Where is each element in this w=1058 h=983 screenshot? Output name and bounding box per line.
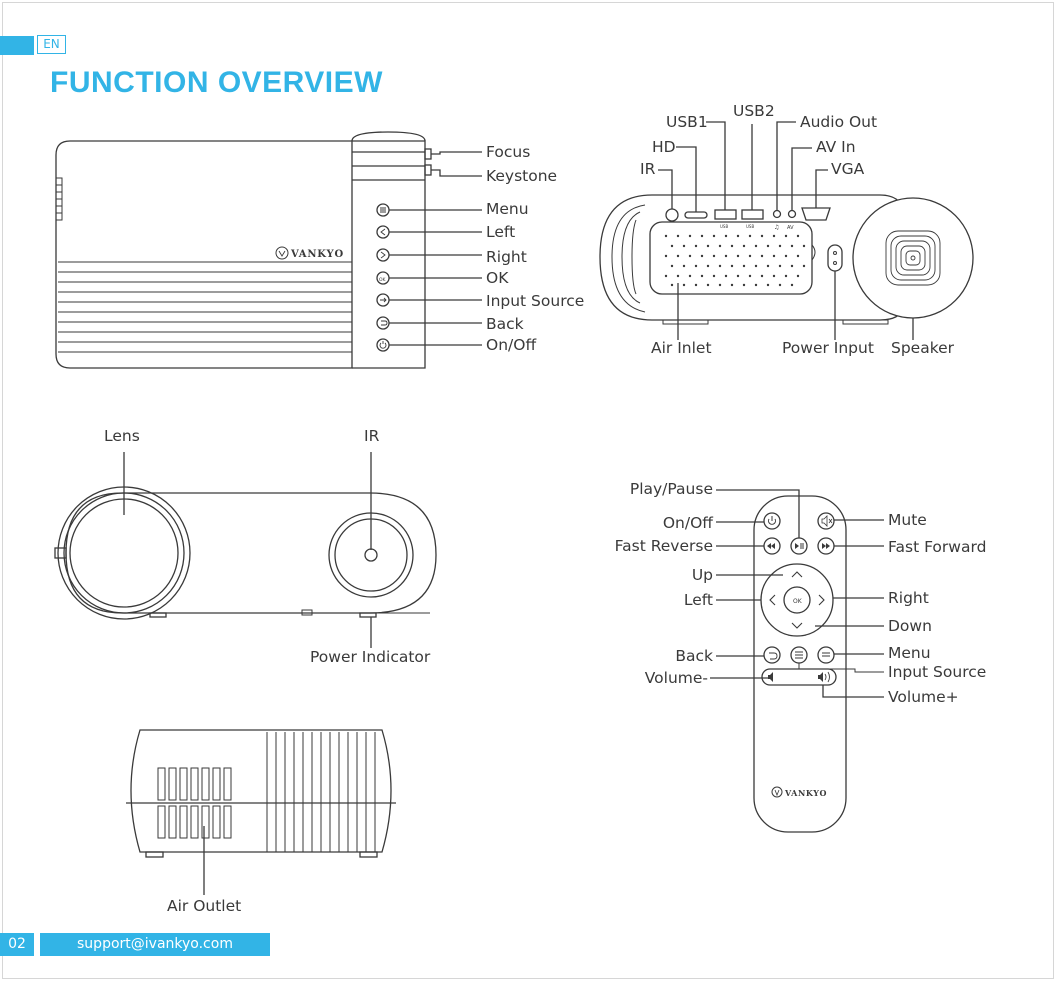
side-ribs xyxy=(266,732,376,852)
usb2-port xyxy=(741,209,764,220)
label-down: Down xyxy=(888,617,932,635)
page-title: FUNCTION OVERVIEW xyxy=(50,66,383,99)
ir-receiver-rear xyxy=(665,208,679,222)
label-audio-out: Audio Out xyxy=(800,113,878,131)
usb2-port-label: USB xyxy=(746,224,754,229)
label-on-off: On/Off xyxy=(486,336,537,354)
remote-power-button xyxy=(763,512,781,530)
vga-port xyxy=(801,207,831,221)
label-lens: Lens xyxy=(104,427,140,445)
label-usb1: USB1 xyxy=(666,113,708,131)
speaker-housing xyxy=(852,197,974,319)
projector-top-view xyxy=(55,131,482,369)
remote-back-button xyxy=(763,646,781,664)
label-speaker: Speaker xyxy=(891,339,955,357)
label-up: Up xyxy=(691,566,713,584)
vankyo-logo-top xyxy=(275,246,289,260)
label-ok: OK xyxy=(486,269,509,287)
language-bar xyxy=(0,36,34,55)
label-back: Back xyxy=(486,315,524,333)
label-volume-minus: Volume- xyxy=(644,669,708,687)
label-input-source: Input Source xyxy=(486,292,585,310)
left-button-icon xyxy=(376,225,390,239)
remote-menu-button xyxy=(817,646,835,664)
support-email-link[interactable]: support@ivankyo.com xyxy=(40,933,270,956)
label-remote-on-off: On/Off xyxy=(662,514,713,532)
vankyo-logo-text: VANKYO xyxy=(290,249,344,260)
power-button-icon xyxy=(376,338,390,352)
right-button-icon xyxy=(376,248,390,262)
label-fast-reverse: Fast Reverse xyxy=(614,537,713,555)
label-ir-front: IR xyxy=(364,427,380,445)
label-av-in: AV In xyxy=(816,138,856,156)
remote-volume-rocker xyxy=(761,668,837,686)
label-usb2: USB2 xyxy=(733,102,775,120)
hdmi-port xyxy=(684,211,708,219)
label-vga: VGA xyxy=(831,160,865,178)
air-inlet-holes xyxy=(664,234,806,287)
label-volume-plus: Volume+ xyxy=(888,688,959,706)
air-outlet-vents xyxy=(157,767,232,839)
label-remote-input-source: Input Source xyxy=(888,663,987,681)
label-left: Left xyxy=(486,223,516,241)
label-remote-back: Back xyxy=(675,647,713,665)
label-menu: Menu xyxy=(486,200,529,218)
speaker-grille xyxy=(885,230,941,286)
page-number: 02 xyxy=(0,933,34,956)
label-remote-right: Right xyxy=(888,589,929,607)
av-port-label: AV xyxy=(787,225,794,231)
label-power-indicator: Power Indicator xyxy=(310,648,431,666)
av-in-jack xyxy=(787,209,797,219)
remote-mute-button xyxy=(817,512,835,530)
label-air-inlet: Air Inlet xyxy=(651,339,712,357)
usb1-port-label: USB xyxy=(720,224,728,229)
projector-side-view xyxy=(126,729,396,895)
projector-rear-view xyxy=(599,121,974,340)
remote-control xyxy=(710,489,884,833)
language-tag: EN xyxy=(37,35,66,54)
usb1-port xyxy=(714,209,737,220)
label-focus: Focus xyxy=(486,143,531,161)
side-grip xyxy=(55,177,63,221)
label-air-outlet: Air Outlet xyxy=(167,897,242,915)
label-play-pause: Play/Pause xyxy=(629,480,713,498)
remote-ok-button xyxy=(783,586,811,614)
audio-out-jack xyxy=(772,209,782,219)
remote-ok-label: OK xyxy=(793,598,803,605)
label-hd: HD xyxy=(652,138,676,156)
projector-front-view xyxy=(54,452,437,648)
label-fast-forward: Fast Forward xyxy=(888,538,987,556)
ok-button-label: OK xyxy=(379,277,387,283)
audio-port-label: ♫ xyxy=(774,224,779,231)
label-ir-rear: IR xyxy=(640,160,656,178)
remote-logo-text: VANKYO xyxy=(784,788,827,798)
label-keystone: Keystone xyxy=(486,167,558,185)
label-remote-left: Left xyxy=(683,591,713,609)
label-right: Right xyxy=(486,248,527,266)
label-power-input: Power Input xyxy=(782,339,874,357)
lens-glass xyxy=(69,498,179,608)
label-mute: Mute xyxy=(888,511,927,529)
power-input-socket xyxy=(827,244,843,272)
label-remote-menu: Menu xyxy=(888,644,931,662)
